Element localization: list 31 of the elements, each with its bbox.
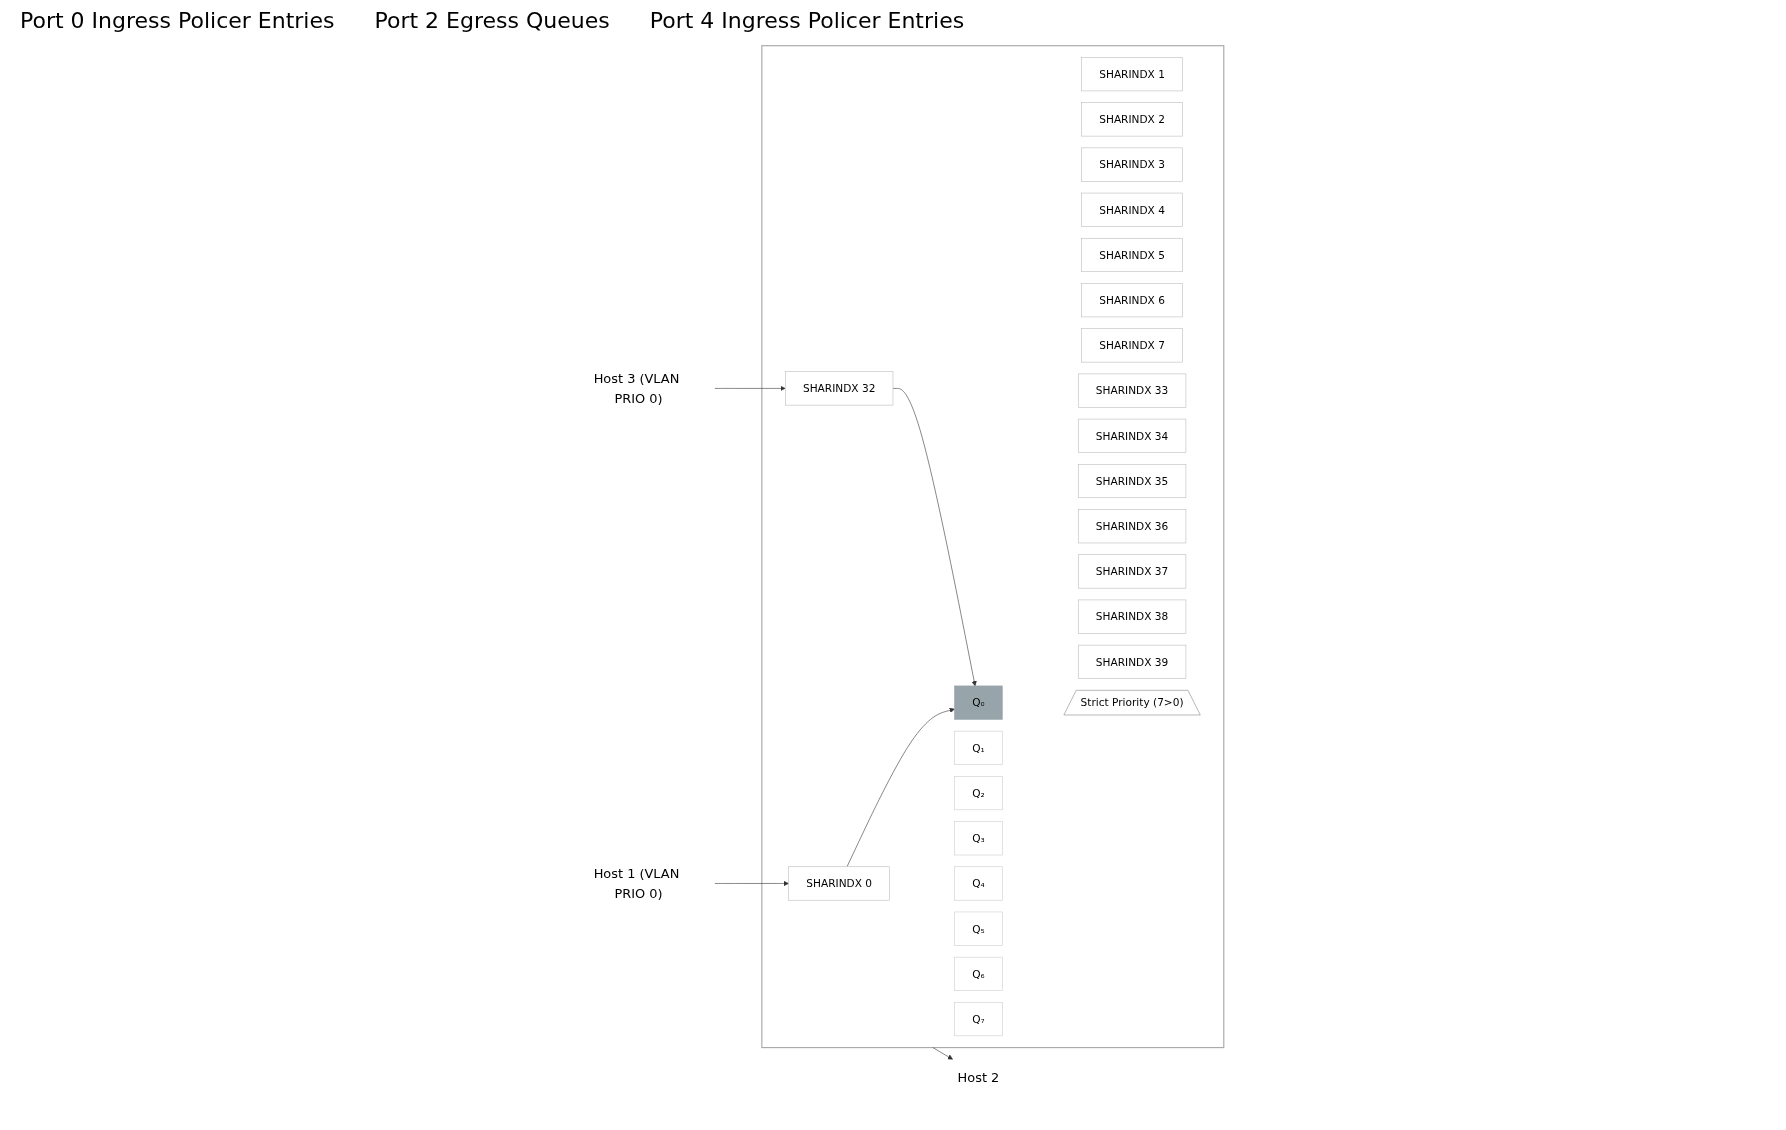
node-box: SHARINDX 33 bbox=[1077, 373, 1187, 408]
node-box: Q₄ bbox=[954, 866, 1003, 901]
node-box: Q₆ bbox=[954, 956, 1003, 991]
node-box: Q₃ bbox=[954, 821, 1003, 856]
node-text: Host 3 (VLAN PRIO 0) bbox=[593, 371, 680, 406]
node-box: SHARINDX 39 bbox=[1077, 644, 1187, 679]
node-box: Q₂ bbox=[954, 776, 1003, 811]
node-box: SHARINDX 2 bbox=[1081, 102, 1183, 137]
node-box: SHARINDX 0 bbox=[788, 866, 890, 901]
node-box: SHARINDX 37 bbox=[1077, 554, 1187, 589]
node-box: SHARINDX 3 bbox=[1081, 147, 1183, 182]
node-text: Host 2 bbox=[957, 1070, 1000, 1086]
node-box: Q₇ bbox=[954, 1002, 1003, 1037]
cluster bbox=[761, 45, 1225, 1049]
node-box: Q₀ bbox=[954, 685, 1003, 720]
node-box: SHARINDX 4 bbox=[1081, 192, 1183, 227]
node-box: SHARINDX 1 bbox=[1081, 57, 1183, 92]
heading-label: Port 2 Egress Queues bbox=[374, 8, 610, 33]
node-box: SHARINDX 7 bbox=[1081, 328, 1183, 363]
node-box: SHARINDX 32 bbox=[785, 371, 894, 406]
node-box: SHARINDX 35 bbox=[1077, 464, 1187, 499]
node-box: SHARINDX 38 bbox=[1077, 599, 1187, 634]
node-box: SHARINDX 5 bbox=[1081, 237, 1183, 273]
heading-label: Port 4 Ingress Policer Entries bbox=[649, 8, 965, 33]
node-box: Q₅ bbox=[954, 911, 1003, 946]
node-box: Q₁ bbox=[954, 730, 1003, 765]
node-box: SHARINDX 34 bbox=[1077, 418, 1187, 453]
heading-label: Port 0 Ingress Policer Entries bbox=[20, 8, 335, 33]
node-box: SHARINDX 36 bbox=[1077, 509, 1187, 544]
node-text: Host 1 (VLAN PRIO 0) bbox=[593, 866, 680, 901]
node-box: SHARINDX 6 bbox=[1081, 283, 1183, 318]
